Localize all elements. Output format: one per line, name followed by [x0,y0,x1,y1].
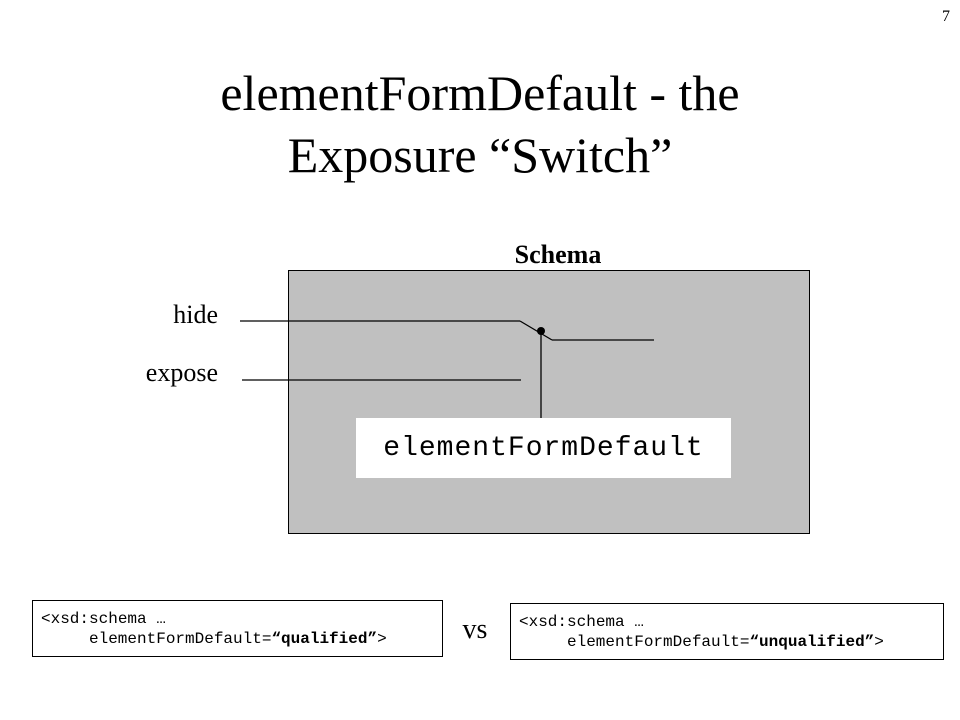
expose-label: expose [145,358,218,387]
code-tail: > [874,633,884,651]
slide-number: 7 [942,8,950,25]
vs-label: vs [462,614,488,645]
code-value-unqualified: unqualified [759,633,865,651]
schema-box [288,270,810,534]
code-open-quote: “ [271,630,282,648]
code-close-quote: ” [864,633,875,651]
code-attr: elementFormDefault= [89,630,272,648]
slide-title: elementFormDefault - the Exposure “Switc… [0,62,960,186]
element-form-default-box: elementFormDefault [356,418,731,478]
code-line-2: elementFormDefault=“qualified”> [41,629,442,649]
code-line-1: <xsd:schema … [519,613,644,631]
code-attr: elementFormDefault= [567,633,750,651]
schema-label: Schema [514,240,602,269]
hide-label: hide [173,300,218,329]
unqualified-code-box: <xsd:schema … elementFormDefault=“unqual… [510,603,944,660]
code-open-quote: “ [749,633,760,651]
code-line-1: <xsd:schema … [41,610,166,628]
qualified-code-box: <xsd:schema … elementFormDefault=“qualif… [32,600,443,657]
title-line-2: Exposure “Switch” [287,127,673,183]
code-value-qualified: qualified [281,630,368,648]
code-line-2: elementFormDefault=“unqualified”> [519,632,943,652]
title-line-1: elementFormDefault - the [220,65,740,121]
code-tail: > [377,630,387,648]
code-close-quote: ” [367,630,378,648]
